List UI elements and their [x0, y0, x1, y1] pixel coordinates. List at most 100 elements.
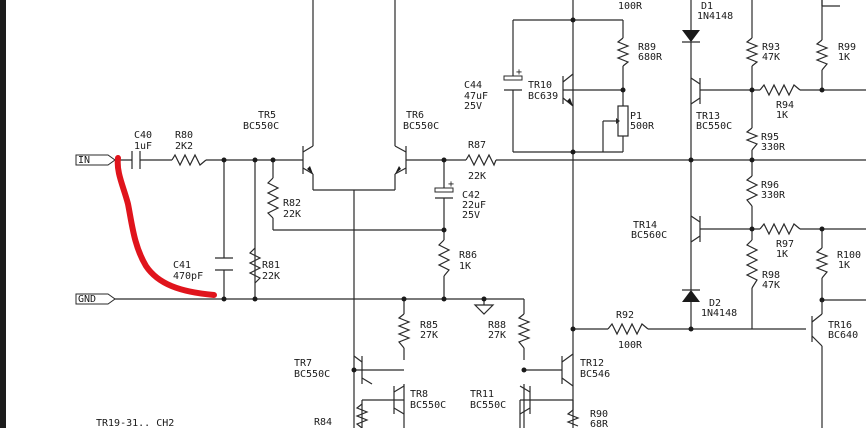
tr11-value: BC550C: [470, 400, 506, 411]
c41-label: C41: [173, 260, 191, 271]
resistor-r84: [355, 403, 369, 428]
d2-value: 1N4148: [701, 308, 737, 319]
capacitor-c42: +: [434, 179, 454, 199]
r100-value: 1K: [838, 260, 850, 271]
tr6-label: TR6: [406, 110, 424, 121]
r94-label: R94: [776, 100, 794, 111]
resistor-r92: [607, 322, 649, 336]
footer-label: TR19-31.. CH2: [96, 418, 174, 428]
gnd-label: GND: [78, 294, 96, 305]
tr11-label: TR11: [470, 389, 494, 400]
tr16-label: TR16: [828, 320, 852, 331]
c44-label: C44: [464, 80, 482, 91]
in-label: IN: [78, 155, 90, 166]
tr13-value: BC550C: [696, 121, 732, 132]
r92-label: R92: [616, 310, 634, 321]
r81-label: R81: [262, 260, 280, 271]
c44-value1: 47uF: [464, 91, 488, 102]
r97-label: R97: [776, 239, 794, 250]
resistor-r95: [745, 127, 759, 151]
r96-value: 330R: [761, 190, 786, 201]
r95-value: 330R: [761, 142, 786, 153]
port-in: [75, 154, 116, 166]
tr6-value: BC550C: [403, 121, 439, 132]
transistor-tr14: [690, 215, 701, 243]
transistor-tr5: [302, 145, 314, 175]
r99-label: R99: [838, 42, 856, 53]
red-annotation-stroke: [114, 155, 217, 298]
tr13-label: TR13: [696, 111, 720, 122]
transistor-tr12: [561, 353, 574, 387]
tr5-label: TR5: [258, 110, 276, 121]
capacitor-c41: [215, 257, 233, 271]
potentiometer-p1: [603, 105, 629, 137]
tr12-value: BC546: [580, 369, 610, 380]
r96-label: R96: [761, 180, 779, 191]
resistor-r90: [566, 409, 580, 427]
junction-dots: [221, 17, 825, 373]
resistor-r94: [759, 83, 801, 97]
svg-text:+: +: [448, 179, 454, 190]
r85-value: 27K: [420, 330, 438, 341]
r95-label: R95: [761, 132, 779, 143]
resistor-r89: [616, 37, 630, 67]
resistor-r81: [248, 247, 262, 284]
r85-label: R85: [420, 320, 438, 331]
tr10-label: TR10: [528, 80, 552, 91]
transistor-tr8: [393, 385, 405, 415]
tr5-value: BC550C: [243, 121, 279, 132]
p1-label: P1: [630, 111, 642, 122]
diode-d2: [682, 289, 700, 302]
r80-value: 2K2: [175, 141, 193, 152]
resistor-r96: [745, 175, 759, 207]
r81-value: 22K: [262, 271, 280, 282]
resistor-r98: [745, 239, 759, 289]
c42-value1: 22uF: [462, 200, 486, 211]
resistor-r82: [266, 177, 280, 219]
r90-label: R90: [590, 409, 608, 420]
transistor-tr10: [562, 73, 590, 107]
r80-label: R80: [175, 130, 193, 141]
component-labels: C40 1uF R80 2K2 TR5 BC550C TR6 BC550C R8…: [96, 1, 861, 428]
diode-d1: [682, 30, 700, 43]
tr14-value: BC560C: [631, 230, 667, 241]
r89-label: R89: [638, 42, 656, 53]
c42-label: C42: [462, 190, 480, 201]
transistor-tr13: [690, 77, 701, 105]
c40-label: C40: [134, 130, 152, 141]
tr16-value: BC640: [828, 330, 858, 341]
r99-value: 1K: [838, 52, 850, 63]
tr12-label: TR12: [580, 358, 604, 369]
resistor-r85: [397, 313, 411, 349]
resistor-r97: [759, 222, 801, 236]
resistor-r86: [437, 239, 451, 277]
r87-label: R87: [468, 140, 486, 151]
transistor-tr11: [519, 385, 531, 415]
tr8-value: BC550C: [410, 400, 446, 411]
c42-value2: 25V: [462, 210, 480, 221]
c41-value: 470pF: [173, 271, 203, 282]
resistor-r99: [815, 39, 829, 71]
port-gnd: [75, 293, 116, 305]
tr10-value: BC639: [528, 91, 558, 102]
resistor-r100: [815, 247, 829, 279]
r88-value: 27K: [488, 330, 506, 341]
r87-value: 22K: [468, 171, 486, 182]
left-window-edge: [0, 0, 6, 428]
d1-value: 1N4148: [697, 11, 733, 22]
transistor-tr7: [353, 355, 373, 385]
r86-label: R86: [459, 250, 477, 261]
d1-label: D1: [701, 1, 713, 12]
resistor-r87: [465, 153, 497, 167]
tr7-value: BC550C: [294, 369, 330, 380]
capacitor-c40: [131, 151, 141, 169]
ground-symbol: [473, 304, 495, 315]
c44-value2: 25V: [464, 101, 482, 112]
r92-value: 100R: [618, 340, 643, 351]
r89-value: 680R: [638, 52, 663, 63]
wires: [114, 0, 866, 428]
tr14-label: TR14: [633, 220, 657, 231]
top-100r-value: 100R: [618, 1, 643, 12]
r98-value: 47K: [762, 280, 780, 291]
